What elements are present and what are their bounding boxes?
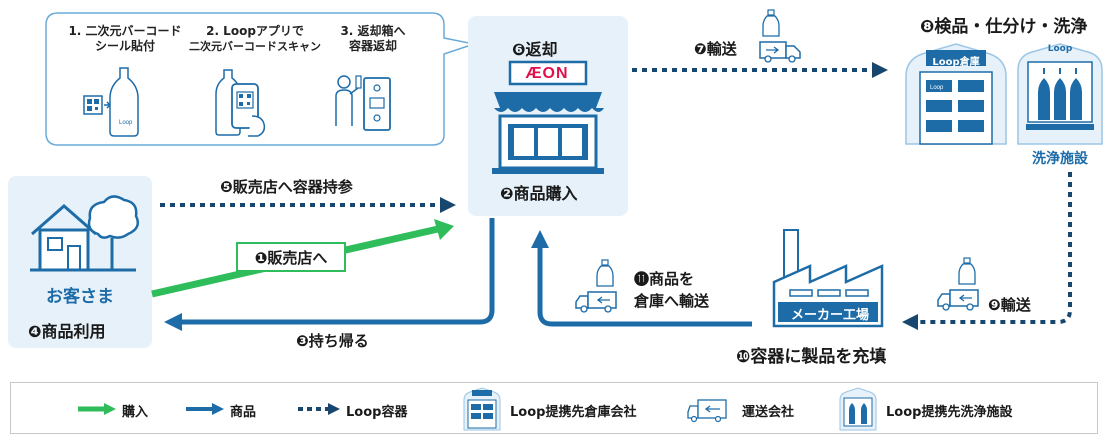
phone-scan-icon — [210, 66, 290, 138]
customer-title: お客さま — [46, 287, 114, 307]
purchase-label: ❷商品購入 — [500, 184, 578, 203]
barcode-bottle-icon: Loop — [80, 66, 150, 138]
customer-use-label: ❹商品利用 — [28, 322, 106, 341]
arrow-to-warehouse — [531, 230, 752, 327]
facility-title: ❽検品・仕分け・洗浄 — [920, 17, 1088, 37]
fill-label: ❿容器に製品を充填 — [736, 347, 887, 367]
warehouse-box-text: Loop — [930, 85, 944, 91]
legend-container-label: Loop容器 — [346, 405, 408, 420]
legend-purchase-label: 購入 — [122, 405, 149, 420]
factory-label: メーカー工場 — [790, 308, 869, 323]
transport7-label: ❼輸送 — [694, 40, 737, 58]
return-box-icon — [330, 66, 400, 138]
store-icon — [488, 58, 608, 178]
to-store-label: ❶販売店へ — [254, 249, 328, 267]
step-1-line1: 1. 二次元バーコード — [68, 24, 182, 38]
to-warehouse-label-1: ⓫商品を — [634, 270, 695, 288]
legend-transport-label: 運送会社 — [742, 405, 795, 420]
bring-containers-label: ❺販売店へ容器持参 — [220, 178, 353, 196]
legend-purchase-swatch — [78, 403, 116, 415]
take-home-label: ❸持ち帰る — [296, 332, 369, 350]
truck-bottle-icon-9 — [936, 256, 986, 312]
house-icon — [28, 194, 139, 276]
legend-cleaning-icon — [838, 386, 878, 431]
to-warehouse-label-2: 倉庫へ輸送 — [634, 292, 710, 310]
legend-product-label: 商品 — [230, 405, 257, 420]
legend-warehouse-label: Loop提携先倉庫会社 — [510, 405, 637, 420]
legend-product-swatch — [186, 403, 224, 415]
step-3-line2: 容器返却 — [348, 39, 397, 53]
arrow-transport9 — [902, 172, 1072, 330]
cleaning-label: 洗浄施設 — [1032, 151, 1088, 167]
legend-transport-icon — [686, 394, 732, 423]
aeon-logo: ÆON — [525, 65, 569, 82]
arrow-bring-containers — [160, 197, 456, 213]
legend-box — [10, 382, 1098, 434]
step-1-text: 1. 二次元バーコード シール貼付 — [60, 24, 190, 54]
warehouse-sign: Loop倉庫 — [932, 57, 980, 68]
legend-cleaning-label: Loop提携先洗浄施設 — [886, 405, 1013, 420]
warehouse-icon: Loop — [902, 40, 1010, 146]
step-1-line2: シール貼付 — [94, 39, 155, 53]
cleaning-icon — [1014, 40, 1106, 146]
step-3-line1: 3. 返却箱へ — [340, 24, 406, 38]
truck-bottle-icon-7 — [756, 8, 806, 64]
legend-warehouse-icon — [462, 386, 502, 431]
transport9-label: ❾輸送 — [988, 296, 1031, 314]
step-2-line2: 二次元バーコードスキャン — [189, 40, 321, 53]
cleaning-sign: Loop — [1047, 44, 1073, 54]
to-store-label-box — [236, 242, 346, 272]
bottle-loop-text: Loop — [119, 120, 133, 126]
arrow-take-home — [164, 218, 495, 331]
step-2-text: 2. Loopアプリで 二次元バーコードスキャン — [180, 24, 330, 54]
truck-bottle-icon-11 — [574, 258, 624, 314]
step-3-text: 3. 返却箱へ 容器返却 — [318, 24, 428, 54]
factory-icon — [770, 222, 890, 332]
step-2-line1: 2. Loopアプリで — [206, 24, 304, 38]
legend-container-swatch — [298, 403, 340, 415]
return-label: ❻返却 — [512, 40, 558, 59]
arrow-transport7 — [632, 62, 888, 78]
